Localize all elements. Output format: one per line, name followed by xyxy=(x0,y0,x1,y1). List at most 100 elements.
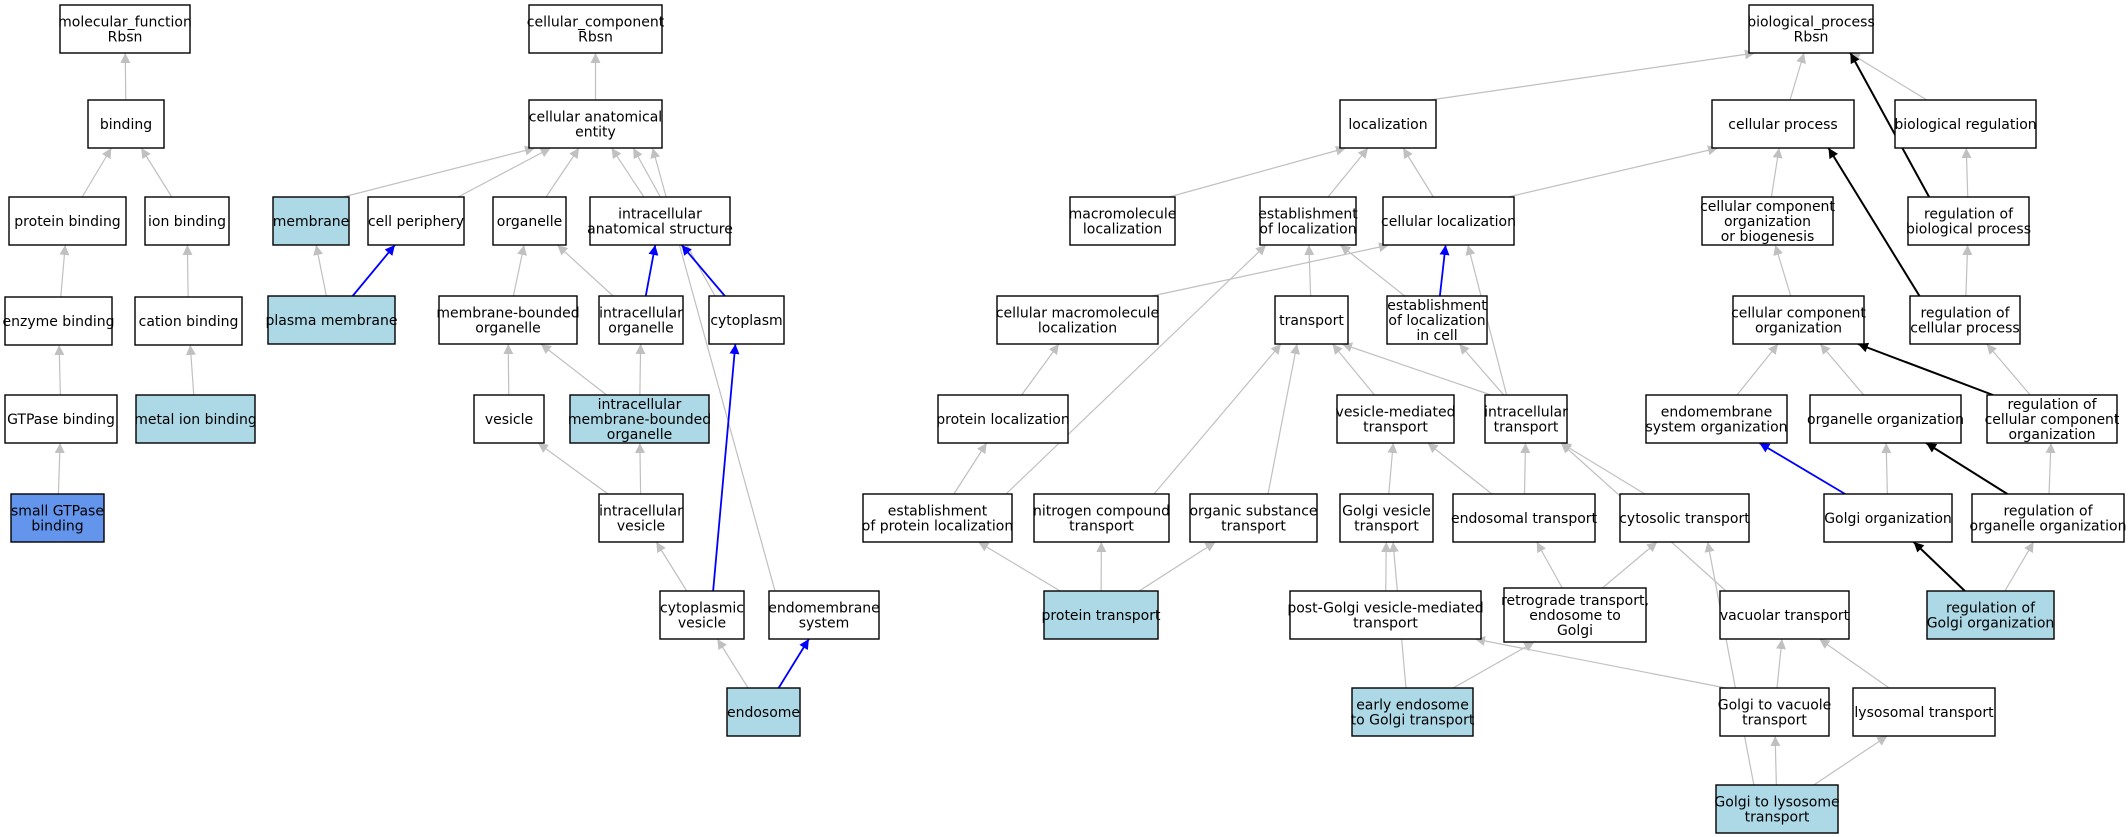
node-label: transport xyxy=(1353,616,1418,632)
node-cation_binding[interactable]: cation binding xyxy=(134,296,243,346)
node-biological_regulation[interactable]: biological regulation xyxy=(1894,99,2037,149)
node-endosome[interactable]: endosome xyxy=(726,687,801,737)
edge-cellular_process-to-bp xyxy=(1789,52,1806,101)
node-go[interactable]: Golgi organization xyxy=(1823,493,1953,543)
node-label: cellular macromolecule xyxy=(996,306,1159,322)
edge-lt-to-vt xyxy=(1819,638,1890,689)
edge-transport-to-eloc xyxy=(1304,244,1315,297)
node-label: cellular component xyxy=(1700,199,1835,215)
node-label: establishment xyxy=(888,504,988,520)
edge-pt-to-ost xyxy=(1138,541,1216,592)
edge-endosome-to-cv xyxy=(716,638,749,689)
node-vt[interactable]: vacuolar transport xyxy=(1719,590,1850,640)
node-label: organelle xyxy=(608,321,673,337)
node-metal_ion_binding[interactable]: metal ion binding xyxy=(134,394,257,444)
edge-iv-to-imbo xyxy=(635,442,646,495)
node-cytoplasm[interactable]: cytoplasm xyxy=(708,295,785,345)
node-label: organelle xyxy=(475,321,540,337)
node-vesicle[interactable]: vesicle xyxy=(473,394,545,444)
node-box xyxy=(1503,587,1647,643)
node-label: intracellular xyxy=(599,306,683,322)
node-box xyxy=(1823,493,1953,543)
node-protein_binding[interactable]: protein binding xyxy=(8,196,127,246)
node-enzyme_binding[interactable]: enzyme binding xyxy=(2,296,115,346)
edge-emso-to-cco xyxy=(1736,343,1779,396)
node-label: endomembrane xyxy=(1661,405,1773,421)
node-box xyxy=(1339,99,1437,149)
node-box xyxy=(1971,493,2125,543)
node-ploc[interactable]: protein localization xyxy=(936,394,1070,444)
edge-vesicle-to-mbo xyxy=(503,343,514,396)
edge-biological_regulation-to-bp xyxy=(1849,52,1928,101)
node-cellular_process[interactable]: cellular process xyxy=(1711,99,1855,149)
node-pt[interactable]: protein transport xyxy=(1042,590,1161,640)
node-box xyxy=(598,295,684,345)
node-label: cell periphery xyxy=(368,214,464,230)
node-cloc[interactable]: cellular localization xyxy=(1381,196,1516,246)
edge-cytoplasm-to-ias xyxy=(680,244,726,297)
node-box xyxy=(10,493,105,543)
node-binding[interactable]: binding xyxy=(87,99,165,149)
node-box xyxy=(1711,99,1855,149)
node-label: organization xyxy=(2008,427,2095,443)
edge-pt-to-epl xyxy=(978,541,1061,592)
node-localization[interactable]: localization xyxy=(1339,99,1437,149)
node-transport[interactable]: transport xyxy=(1274,295,1349,345)
node-ion_binding[interactable]: ion binding xyxy=(144,196,230,246)
node-gtpase_binding[interactable]: GTPase binding xyxy=(4,394,118,444)
node-label: macromolecule xyxy=(1069,207,1177,223)
node-label: entity xyxy=(575,125,616,141)
node-oo[interactable]: organelle organization xyxy=(1807,394,1964,444)
edge-gvt-to-vmt xyxy=(1387,442,1398,495)
node-ct[interactable]: cytosolic transport xyxy=(1619,493,1750,543)
node-plasma_membrane[interactable]: plasma membrane xyxy=(266,295,398,345)
node-label: establishment xyxy=(1387,298,1487,314)
node-box xyxy=(1386,295,1488,345)
node-cell_periphery[interactable]: cell periphery xyxy=(367,196,465,246)
node-lt[interactable]: lysosomal transport xyxy=(1852,687,1996,737)
node-box xyxy=(528,4,663,54)
node-label: transport xyxy=(1742,713,1807,729)
node-label: localization xyxy=(1038,321,1117,337)
node-label: protein transport xyxy=(1042,608,1161,624)
node-membrane[interactable]: membrane xyxy=(272,196,350,246)
edge-rcp-to-rbp xyxy=(1962,244,1973,297)
node-organelle[interactable]: organelle xyxy=(492,196,567,246)
node-et[interactable]: endosomal transport xyxy=(1451,493,1598,543)
